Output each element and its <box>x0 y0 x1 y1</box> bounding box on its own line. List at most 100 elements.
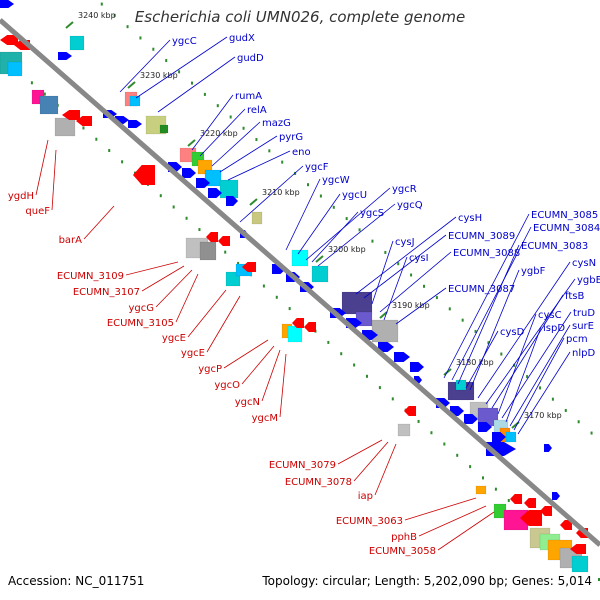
forward-gene-label[interactable]: ygcC <box>172 36 197 47</box>
forward-gene-label[interactable]: ECUMN_3083 <box>521 241 588 252</box>
forward-gene-label[interactable]: pyrG <box>279 132 303 143</box>
reverse-gene-label[interactable]: ygcN <box>235 397 260 408</box>
reverse-feature-arrow[interactable] <box>510 494 522 504</box>
forward-gene-label[interactable]: ygcU <box>342 190 367 201</box>
reverse-gene-label[interactable]: ygcG <box>128 303 154 314</box>
forward-gene-label[interactable]: cysN <box>572 258 596 269</box>
forward-gene-label[interactable]: relA <box>247 105 267 116</box>
reverse-feature-arrow[interactable] <box>524 498 536 508</box>
reverse-gene-label[interactable]: pphB <box>391 532 417 543</box>
feature-block[interactable] <box>455 379 467 391</box>
reverse-feature-arrow[interactable] <box>304 322 316 332</box>
forward-gene-label[interactable]: ECUMN_3087 <box>448 284 515 295</box>
forward-gene-label[interactable]: cysD <box>500 327 525 338</box>
reverse-feature-arrow[interactable] <box>404 406 416 416</box>
forward-feature-arrow[interactable] <box>196 178 210 188</box>
reverse-feature-arrow[interactable] <box>242 262 256 272</box>
forward-feature-arrow[interactable] <box>552 492 560 500</box>
forward-gene-label[interactable]: ygcR <box>392 184 417 195</box>
forward-gene-label[interactable]: cysI <box>409 253 429 264</box>
forward-feature-arrow[interactable] <box>492 432 506 442</box>
forward-feature-arrow[interactable] <box>544 444 552 452</box>
forward-feature-arrow[interactable] <box>410 362 424 372</box>
forward-gene-label[interactable]: pcm <box>566 334 588 345</box>
forward-gene-label[interactable]: rumA <box>235 91 262 102</box>
forward-feature-arrow[interactable] <box>226 196 238 206</box>
feature-block[interactable] <box>475 485 487 495</box>
feature-block[interactable] <box>204 169 222 187</box>
reverse-feature-arrow[interactable] <box>520 510 542 526</box>
feature-block[interactable] <box>291 249 309 267</box>
reverse-gene-label[interactable]: ECUMN_3058 <box>369 546 436 557</box>
feature-block[interactable] <box>199 241 217 261</box>
reverse-feature-arrow[interactable] <box>62 110 80 120</box>
feature-block[interactable] <box>311 265 329 283</box>
reverse-feature-arrow[interactable] <box>292 318 304 328</box>
feature-block[interactable] <box>159 124 169 134</box>
forward-gene-label[interactable]: gudD <box>237 53 264 64</box>
forward-gene-label[interactable]: ECUMN_3089 <box>448 231 515 242</box>
forward-feature-arrow[interactable] <box>464 414 478 424</box>
reverse-gene-label[interactable]: ygcE <box>162 333 186 344</box>
reverse-feature-arrow[interactable] <box>206 232 218 242</box>
forward-feature-arrow[interactable] <box>394 352 410 362</box>
forward-gene-label[interactable]: ygcQ <box>397 200 423 211</box>
forward-feature-arrow[interactable] <box>208 188 222 198</box>
forward-gene-label[interactable]: truD <box>573 308 595 319</box>
forward-gene-label[interactable]: surE <box>572 321 594 332</box>
feature-block[interactable] <box>371 319 399 343</box>
reverse-gene-label[interactable]: ECUMN_3079 <box>269 460 336 471</box>
forward-gene-label[interactable]: ftsB <box>565 291 584 302</box>
reverse-gene-label[interactable]: ygdH <box>8 191 34 202</box>
reverse-feature-arrow[interactable] <box>540 506 552 516</box>
reverse-feature-arrow[interactable] <box>560 520 572 530</box>
reverse-gene-label[interactable]: ECUMN_3105 <box>107 318 174 329</box>
reverse-gene-label[interactable]: ECUMN_3078 <box>285 477 352 488</box>
forward-gene-label[interactable]: ECUMN_3088 <box>453 248 520 259</box>
forward-gene-label[interactable]: cysC <box>538 310 562 321</box>
forward-gene-label[interactable]: ispD <box>543 323 565 334</box>
feature-block[interactable] <box>219 179 239 199</box>
forward-gene-label[interactable]: cysH <box>458 213 482 224</box>
reverse-feature-arrow[interactable] <box>76 116 92 126</box>
feature-block[interactable] <box>69 35 85 51</box>
reverse-gene-label[interactable]: queF <box>25 206 50 217</box>
forward-gene-label[interactable]: ygcF <box>305 162 329 173</box>
forward-gene-label[interactable]: ygbE <box>577 275 600 286</box>
feature-block[interactable] <box>7 61 23 77</box>
reverse-gene-label[interactable]: ygcE <box>181 348 205 359</box>
forward-feature-arrow[interactable] <box>0 0 14 8</box>
forward-gene-label[interactable]: nlpD <box>572 348 595 359</box>
forward-gene-label[interactable]: cysJ <box>395 237 415 248</box>
reverse-gene-label[interactable]: ECUMN_3107 <box>73 287 140 298</box>
forward-feature-arrow[interactable] <box>128 120 142 128</box>
feature-block[interactable] <box>129 95 141 107</box>
forward-gene-label[interactable]: gudX <box>229 33 255 44</box>
reverse-feature-arrow[interactable] <box>0 35 18 45</box>
feature-block[interactable] <box>571 555 589 573</box>
forward-gene-label[interactable]: eno <box>292 147 311 158</box>
forward-feature-arrow[interactable] <box>378 342 394 352</box>
reverse-gene-label[interactable]: iap <box>358 491 373 502</box>
forward-gene-label[interactable]: ygcW <box>322 175 350 186</box>
reverse-gene-label[interactable]: ECUMN_3063 <box>336 516 403 527</box>
forward-feature-arrow[interactable] <box>182 168 196 178</box>
reverse-feature-arrow[interactable] <box>218 236 230 246</box>
reverse-gene-label[interactable]: barA <box>59 235 83 246</box>
forward-feature-arrow[interactable] <box>58 52 72 60</box>
reverse-gene-label[interactable]: ygcO <box>214 380 240 391</box>
reverse-gene-label[interactable]: ygcP <box>198 364 222 375</box>
reverse-feature-arrow[interactable] <box>133 165 155 185</box>
forward-gene-label[interactable]: mazG <box>262 118 291 129</box>
feature-block[interactable] <box>39 95 59 115</box>
feature-block[interactable] <box>397 423 411 437</box>
reverse-gene-label[interactable]: ygcM <box>252 413 278 424</box>
feature-block[interactable] <box>54 117 76 137</box>
reverse-gene-label[interactable]: ECUMN_3109 <box>57 271 124 282</box>
feature-block[interactable] <box>251 211 263 225</box>
forward-gene-label[interactable]: ygbF <box>521 266 546 277</box>
feature-block[interactable] <box>505 431 517 443</box>
forward-feature-arrow[interactable] <box>478 422 492 432</box>
forward-gene-label[interactable]: ECUMN_3085 <box>531 210 598 221</box>
